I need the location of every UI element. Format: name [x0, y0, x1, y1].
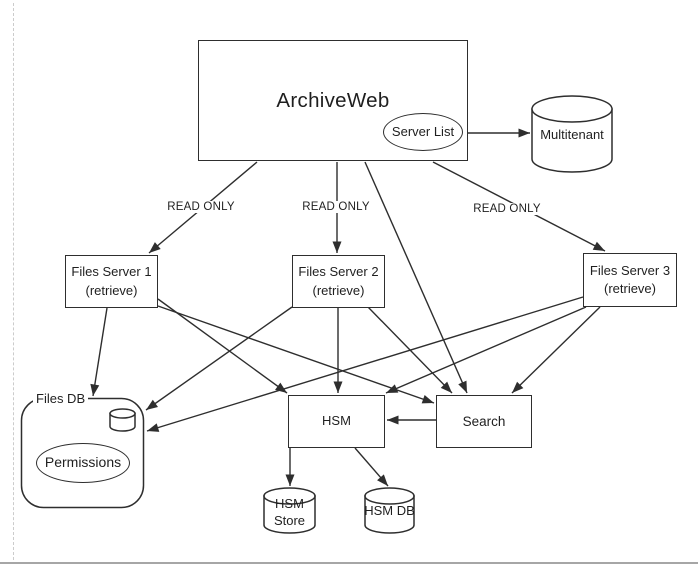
files-server-1-box: Files Server 1 (retrieve)	[65, 255, 158, 308]
multitenant-cylinder-top	[531, 95, 613, 123]
hsm-box: HSM	[288, 395, 385, 448]
arrow-files-server-1-to-files-db	[90, 307, 108, 397]
read-only-label-3: READ ONLY	[470, 203, 544, 215]
search-box: Search	[436, 395, 532, 448]
arrow-files-server-3-to-files-db	[146, 296, 584, 432]
archiveweb-label: ArchiveWeb	[276, 88, 390, 112]
page-boundary-guide	[13, 3, 14, 560]
arrow-files-server-1-to-search	[157, 305, 435, 404]
multitenant-cylinder-body	[531, 108, 613, 173]
arrow-files-server-3-to-hsm	[385, 306, 587, 394]
server-list-ellipse: Server List	[383, 113, 463, 151]
arrow-files-server-2-to-files-db	[145, 306, 293, 411]
hsm-store-cylinder-body	[263, 495, 316, 534]
arrow-archiveweb-to-search	[364, 161, 468, 394]
files-server-2-box: Files Server 2 (retrieve)	[292, 255, 385, 308]
multitenant-label: Multitenant	[540, 126, 604, 142]
hsm-store-label: HSM Store	[273, 495, 306, 528]
hsm-db-cylinder-body	[364, 495, 415, 534]
files-db-label: Files DB	[33, 391, 89, 406]
arrow-files-server-3-to-search	[511, 306, 601, 394]
read-only-label-1: READ ONLY	[164, 201, 238, 213]
hsm-db-cylinder-top	[364, 487, 415, 505]
arrow-hsm-to-hsm-db	[354, 447, 389, 487]
arrow-files-server-1-to-hsm	[157, 298, 288, 394]
files-server-3-box: Files Server 3 (retrieve)	[583, 253, 677, 307]
files-db-mini-cylinder-top	[109, 408, 136, 419]
hsm-db-label: HSM DB	[364, 503, 415, 519]
hsm-store-cylinder-top	[263, 487, 316, 505]
server-list-label: Server List	[391, 123, 455, 139]
page-bottom-edge	[0, 562, 698, 564]
read-only-label-2: READ ONLY	[299, 201, 373, 213]
permissions-ellipse: Permissions	[36, 443, 130, 483]
